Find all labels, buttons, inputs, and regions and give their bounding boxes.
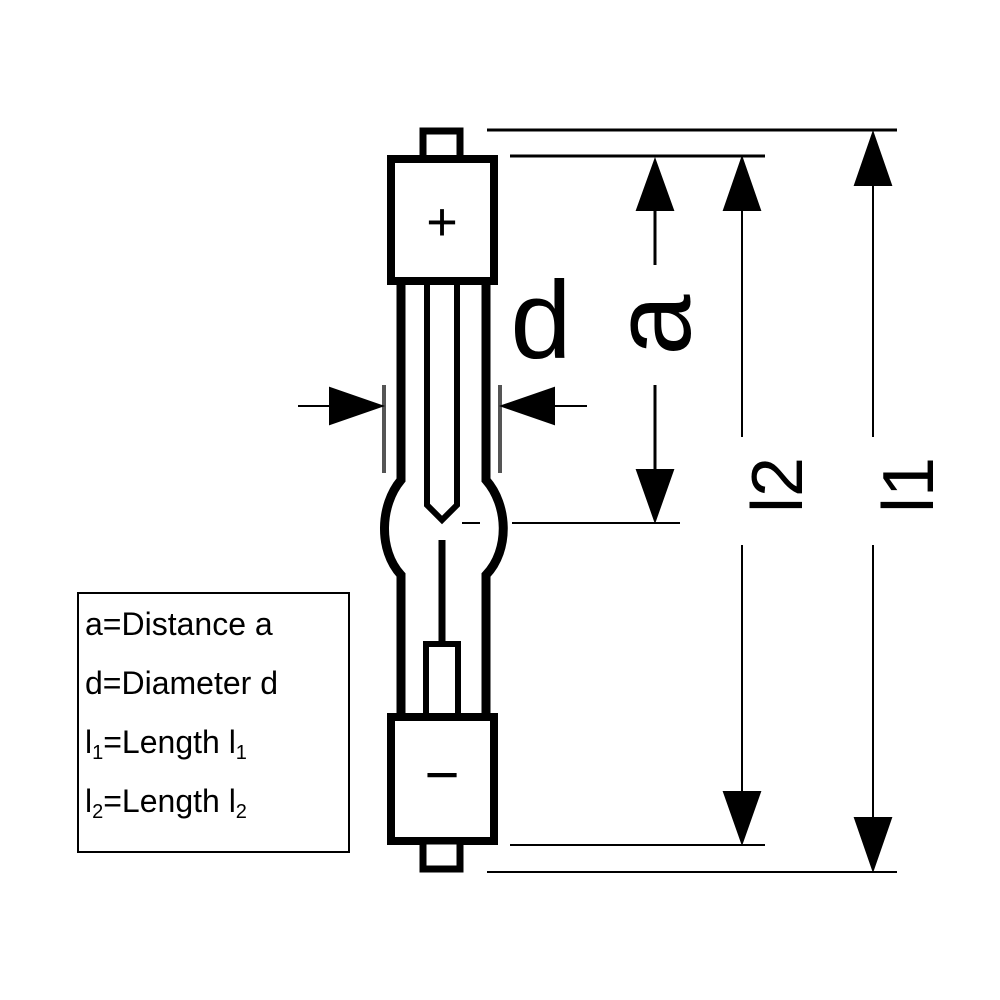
dimension-label-l1: l1: [869, 457, 949, 513]
minus-symbol: −: [424, 741, 459, 808]
dimension-lines: [298, 128, 897, 874]
lamp-outline: [380, 127, 508, 873]
cathode-body: [423, 641, 461, 719]
legend-item-l1: l1=Length l1: [85, 724, 247, 764]
legend-item-l2: l2=Length l2: [85, 783, 247, 823]
dimension-label-d: d: [510, 259, 571, 382]
tube-left-wall: [380, 283, 406, 717]
top-tab: [419, 127, 464, 163]
legend-item-d: d=Diameter d: [85, 665, 278, 701]
plus-symbol: +: [426, 192, 458, 252]
tube-right-wall: [481, 283, 508, 717]
legend-item-a: a=Distance a: [85, 606, 273, 642]
bottom-tab: [419, 837, 464, 873]
dimension-label-a: a: [591, 294, 714, 356]
anode-electrode: [424, 283, 460, 525]
anode-cap: [387, 155, 498, 285]
dimension-label-l2: l2: [738, 457, 818, 513]
legend-box: a=Distance a d=Diameter d l1=Length l1 l…: [77, 592, 350, 853]
